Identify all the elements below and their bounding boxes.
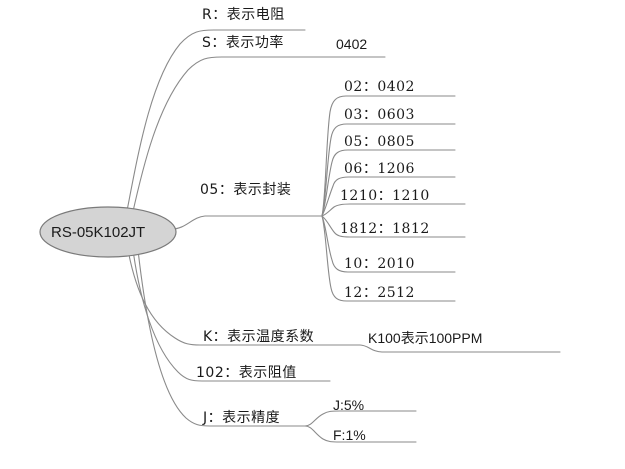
node-label-f-1pct[interactable]: F:1%	[333, 427, 366, 443]
connector-pkg-to-12	[321, 215, 456, 302]
node-label-pkg-12[interactable]: 12：2512	[344, 285, 415, 301]
connector-root-to-j	[137, 249, 306, 427]
branch-label-r[interactable]: R：表示电阻	[202, 7, 285, 23]
connector-pkg-to-06	[321, 176, 456, 217]
connector-pkg-to-1210	[321, 203, 466, 217]
connector-pkg-to-10	[321, 215, 456, 273]
node-label-j-5pct[interactable]: J:5%	[333, 397, 365, 413]
connector-pkg-to-05	[321, 149, 456, 217]
node-label-pkg-1210[interactable]: 1210：1210	[340, 188, 430, 204]
node-label-s-0402[interactable]: 0402	[336, 36, 368, 52]
connector-k-to-ppm	[359, 344, 561, 353]
branch-label-package[interactable]: 05：表示封装	[200, 182, 292, 198]
connector-root-to-res	[132, 249, 331, 382]
branch-label-j[interactable]: J：表示精度	[203, 410, 281, 426]
connector-j-to-f1	[304, 425, 417, 443]
node-label-pkg-02[interactable]: 02：0402	[344, 79, 415, 95]
branch-label-resistance[interactable]: 102：表示阻值	[196, 365, 297, 381]
connector-pkg-to-1812	[321, 215, 466, 238]
branch-label-s[interactable]: S：表示功率	[202, 35, 284, 51]
connector-j-to-j5	[304, 410, 417, 427]
node-label-pkg-03[interactable]: 03：0603	[344, 107, 415, 123]
branch-label-k[interactable]: K：表示温度系数	[203, 329, 315, 345]
connector-root-to-s	[131, 56, 386, 217]
root-node-ellipse[interactable]	[39, 206, 177, 258]
connector-root-to-r	[125, 29, 306, 217]
connector-pkg-to-02	[321, 95, 456, 217]
node-label-pkg-06[interactable]: 06：1206	[344, 161, 415, 177]
root-node-label: RS-05K102JT	[51, 224, 146, 241]
node-label-pkg-1812[interactable]: 1812：1812	[340, 221, 430, 237]
node-label-pkg-05[interactable]: 05：0805	[344, 134, 415, 150]
node-label-pkg-10[interactable]: 10：2010	[344, 256, 415, 272]
connector-root-to-pkg	[171, 215, 323, 230]
node-label-k-ppm[interactable]: K100表示100PPM	[368, 330, 483, 346]
connector-pkg-to-03	[321, 123, 456, 217]
connector-root-to-k	[127, 249, 361, 346]
